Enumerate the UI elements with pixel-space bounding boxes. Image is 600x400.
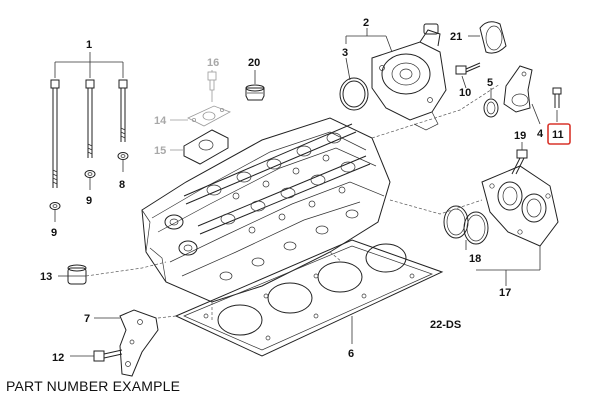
callout-label: 4 bbox=[537, 128, 544, 140]
cover-part-15[interactable] bbox=[183, 129, 229, 165]
callout-label: 18 bbox=[469, 253, 481, 265]
callout-label: 7 bbox=[84, 313, 90, 325]
cylinder-head[interactable] bbox=[141, 117, 391, 303]
callout-label: 10 bbox=[459, 87, 471, 99]
gasket-part-14[interactable] bbox=[187, 105, 231, 127]
head-bolts-part-1[interactable] bbox=[50, 52, 128, 188]
callout-label-muted: 14 bbox=[154, 115, 167, 127]
head-gasket-part-6[interactable] bbox=[174, 239, 444, 357]
callout-label: 19 bbox=[514, 130, 526, 142]
callout-label: 3 bbox=[342, 47, 348, 59]
callout-label: 13 bbox=[40, 271, 52, 283]
housing-cover-part-17[interactable] bbox=[481, 165, 559, 247]
callout-label: 1 bbox=[86, 39, 92, 51]
washer-part-9-left[interactable] bbox=[49, 202, 61, 210]
callout-labels: 1 2 3 4 5 6 7 8 9 9 10 11 12 13 14 15 16… bbox=[40, 17, 571, 364]
callout-label: 12 bbox=[52, 352, 64, 364]
callout-label-muted: 15 bbox=[154, 145, 166, 157]
bolt-part-12[interactable] bbox=[93, 349, 123, 362]
bolt-part-19[interactable] bbox=[511, 149, 528, 175]
bolt-part-10[interactable] bbox=[455, 62, 481, 75]
vacuum-pump-part-2[interactable] bbox=[371, 23, 447, 131]
diagram-code: 22-DS bbox=[430, 319, 461, 331]
bracket-part-4[interactable] bbox=[503, 65, 533, 113]
caption: PART NUMBER EXAMPLE bbox=[6, 378, 181, 394]
callout-label: 2 bbox=[363, 17, 369, 29]
seal-part-5[interactable] bbox=[483, 98, 499, 118]
callout-label-muted: 16 bbox=[207, 57, 219, 69]
seal-ring-part-3[interactable] bbox=[339, 77, 369, 111]
seal-rings-part-18[interactable] bbox=[443, 205, 489, 245]
leader-lines bbox=[54, 28, 558, 357]
callout-label: 9 bbox=[86, 195, 92, 207]
bracket-part-7[interactable] bbox=[119, 309, 159, 377]
cap-part-20[interactable] bbox=[245, 70, 265, 101]
washer-part-9-middle[interactable] bbox=[84, 170, 96, 178]
callout-label: 5 bbox=[487, 77, 493, 89]
callout-label: 8 bbox=[119, 179, 125, 191]
callout-label: 21 bbox=[450, 31, 462, 43]
callout-label: 9 bbox=[51, 227, 57, 239]
highlight-box bbox=[547, 123, 571, 145]
callout-label: 17 bbox=[499, 287, 511, 299]
callout-label: 20 bbox=[248, 57, 260, 69]
callout-label-highlighted: 11 bbox=[552, 129, 564, 141]
plug-part-13[interactable] bbox=[67, 264, 87, 285]
washer-part-8[interactable] bbox=[117, 152, 129, 160]
screw-part-11[interactable] bbox=[552, 87, 562, 108]
plug-part-16[interactable] bbox=[207, 71, 217, 102]
ring-part-21[interactable] bbox=[468, 21, 507, 54]
callout-label: 6 bbox=[348, 348, 354, 360]
